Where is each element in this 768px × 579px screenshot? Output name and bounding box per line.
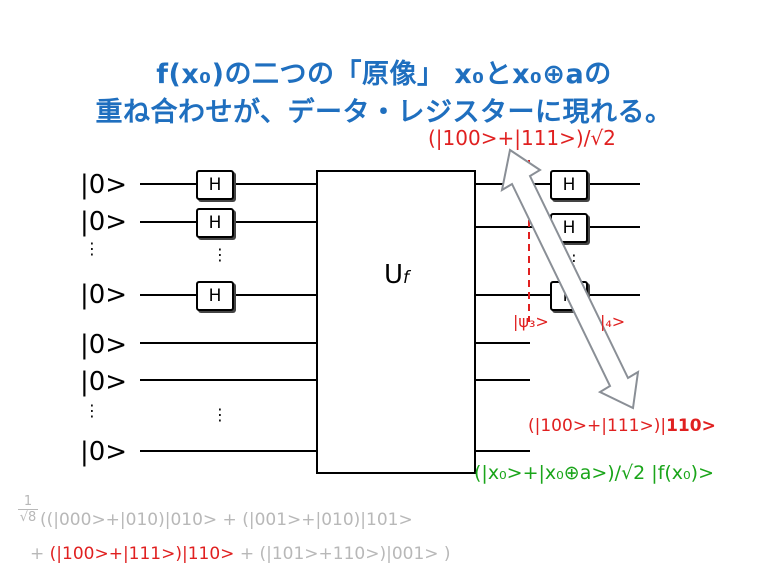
input-ket-4: |0> xyxy=(80,330,128,360)
uf-label: Uf xyxy=(384,260,410,290)
superposition-annotation: (|100>+|111>)/√2 xyxy=(428,126,616,150)
wire xyxy=(140,294,196,296)
formula-fraction: 1 √8 xyxy=(18,494,38,525)
hadamard-gate-right-1: H xyxy=(550,170,588,200)
wire xyxy=(234,183,316,185)
psi3-label: |ψ₃> xyxy=(513,312,549,331)
wire xyxy=(474,294,550,296)
formula-line-1: ((|000>+|010)|010> + (|001>+|010)|101> xyxy=(40,510,413,530)
input-ket-5: |0> xyxy=(80,367,128,397)
wire xyxy=(474,450,530,452)
input-ket-1: |0> xyxy=(80,170,128,200)
wire xyxy=(140,450,316,452)
hadamard-gate-right-2: H xyxy=(550,213,588,243)
title-line-1: f(x₀)の二つの「原像」 x₀とx₀⊕aの xyxy=(156,59,612,90)
wire xyxy=(588,183,640,185)
title-line-2: 重ね合わせが、データ・レジスターに現れる。 xyxy=(95,97,673,128)
wire xyxy=(588,226,640,228)
psi4-label: |₄> xyxy=(600,312,626,331)
general-state-annotation: (|x₀>+|x₀⊕a>)/√2 |f(x₀)> xyxy=(474,462,715,484)
input-ket-6: |0> xyxy=(80,437,128,467)
wire xyxy=(234,221,316,223)
wire xyxy=(140,379,316,381)
wire xyxy=(474,342,530,344)
hadamard-gate-left-3: H xyxy=(196,281,234,311)
formula-line-2: + (|100>+|111>)|110> + (|101>+110>)|001>… xyxy=(30,544,451,564)
wire xyxy=(140,221,196,223)
input-ket-3: |0> xyxy=(80,280,128,310)
example-state-annotation: (|100>+|111>)|110> xyxy=(528,416,716,436)
input-ket-2: |0> xyxy=(80,207,128,237)
wire xyxy=(140,342,316,344)
uf-oracle-box: Uf xyxy=(316,170,476,474)
hadamard-gate-left-1: H xyxy=(196,170,234,200)
wire xyxy=(474,379,530,381)
wire xyxy=(234,294,316,296)
wire xyxy=(474,226,550,228)
wire xyxy=(140,183,196,185)
double-arrow-icon xyxy=(500,148,640,410)
wire xyxy=(588,294,640,296)
hadamard-gate-left-2: H xyxy=(196,208,234,238)
